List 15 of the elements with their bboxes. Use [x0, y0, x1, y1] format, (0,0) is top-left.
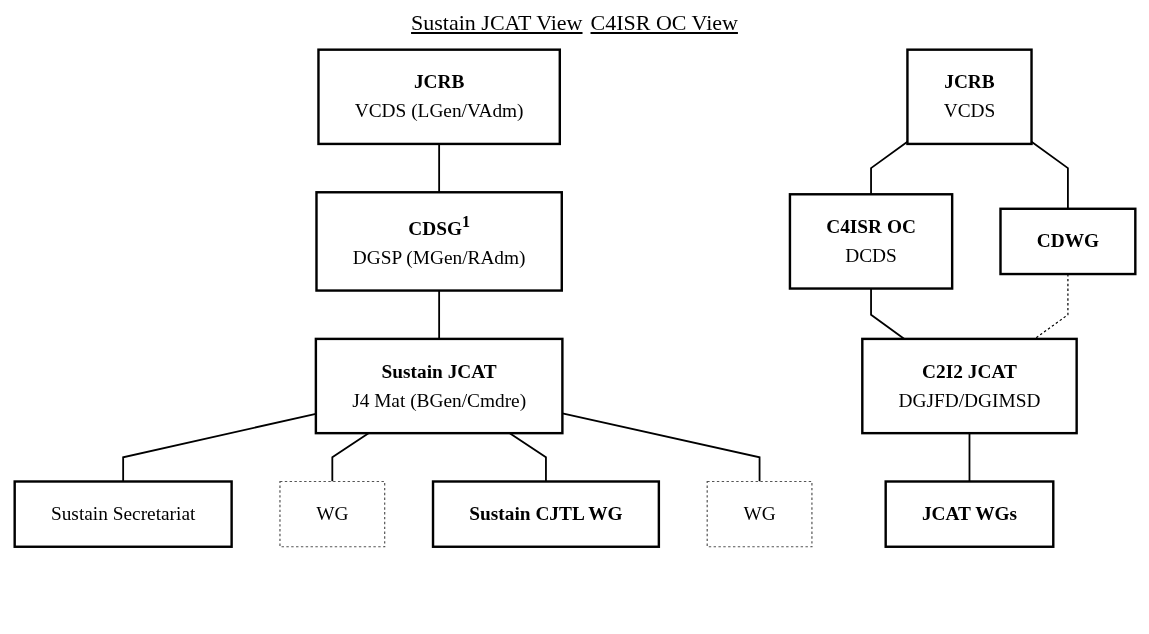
connector	[561, 412, 760, 483]
node-box: Sustain Secretariat	[12, 480, 233, 548]
node-box: C4ISR OC DCDS	[788, 193, 953, 290]
node-box: Sustain CJTL WG	[431, 480, 660, 548]
node-box: WG	[278, 480, 385, 548]
node-box: CDWG	[998, 207, 1137, 276]
node-box: WG	[706, 480, 813, 548]
node-box: JCAT WGs	[883, 480, 1054, 548]
node-box: CDSG$^{1}$ DGSP (MGen/RAdm)	[314, 191, 563, 292]
node-box: JCRB VCDS	[905, 48, 1033, 146]
node-box: Sustain JCAT J4 Mat (BGen/Cmdre)	[314, 337, 564, 435]
view-title: Sustain JCAT View	[411, 10, 583, 36]
view-title: C4ISR OC View	[590, 10, 738, 36]
node-box: JCRB VCDS (LGen/VAdm)	[316, 48, 561, 146]
node-box: C2I2 JCAT DGJFD/DGIMSD	[860, 337, 1078, 435]
